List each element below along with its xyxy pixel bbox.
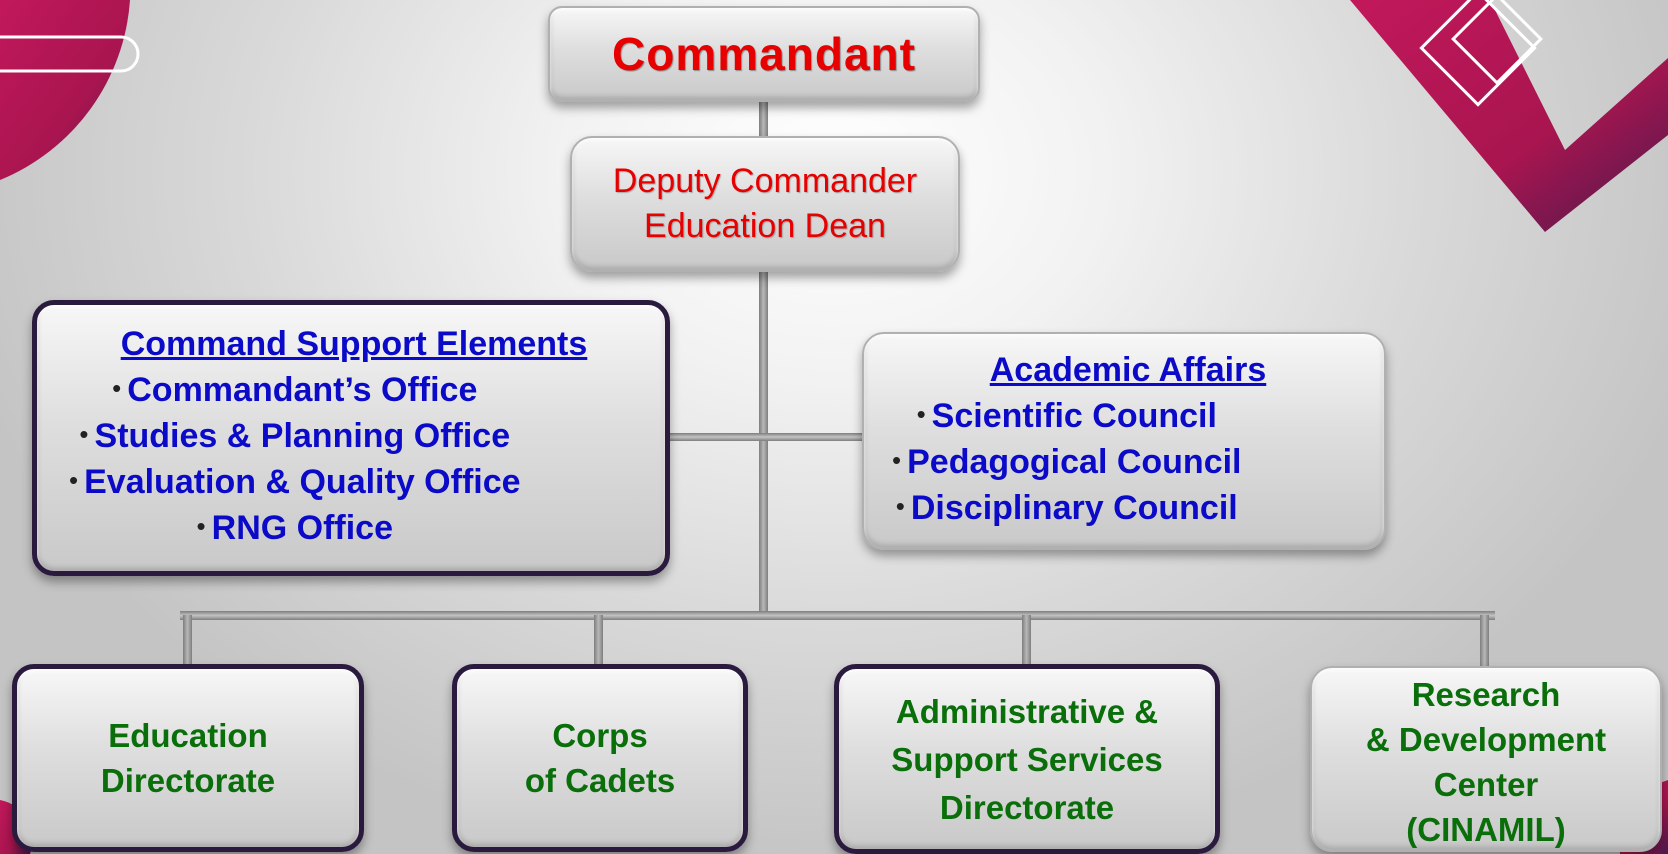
academic-affairs-heading: Academic Affairs [989, 350, 1267, 389]
list-item: •RNG Office [196, 508, 393, 547]
list-item: •Commandant’s Office [112, 370, 478, 409]
unit-box-research-development-center: Research & Development Center (CINAMIL) [1310, 666, 1662, 852]
unit-label-line: & Development [1365, 721, 1607, 758]
unit-label-line: Center [1433, 766, 1539, 803]
connector-support-branch [668, 433, 868, 441]
command-support-heading: Command Support Elements [120, 324, 588, 363]
unit-label-line: Directorate [100, 762, 276, 799]
corner-chevron-top-right [1350, 0, 1668, 232]
corner-arc-top-left [0, 0, 130, 180]
deputy-commander-box: Deputy Commander Education Dean [570, 136, 960, 272]
corner-pill-outline [0, 35, 140, 73]
academic-affairs-list: •Scientific Council •Pedagogical Council… [892, 394, 1242, 532]
academic-affairs-box: Academic Affairs •Scientific Council •Pe… [862, 332, 1386, 550]
list-item: •Disciplinary Council [895, 488, 1238, 527]
command-support-box: Command Support Elements •Commandant’s O… [32, 300, 670, 576]
deputy-title-line-2: Education Dean [644, 207, 886, 245]
connector-unit-3 [1022, 615, 1031, 667]
unit-label-line: Research [1411, 676, 1561, 713]
connector-units-bar [180, 611, 1495, 620]
unit-box-education-directorate: Education Directorate [12, 664, 364, 852]
list-item: •Evaluation & Quality Office [69, 462, 521, 501]
diamond-outline-small [1451, 0, 1543, 85]
connector-commandant-deputy [759, 100, 768, 138]
unit-label-line: Support Services [891, 741, 1163, 778]
unit-label-line: Corps [552, 717, 648, 754]
unit-label-line: (CINAMIL) [1406, 811, 1566, 848]
unit-box-corps-of-cadets: Corps of Cadets [452, 664, 748, 852]
connector-unit-2 [594, 615, 603, 667]
list-item: •Pedagogical Council [892, 442, 1242, 481]
deputy-title-line-1: Deputy Commander [612, 162, 918, 200]
command-support-list: •Commandant’s Office •Studies & Planning… [69, 368, 521, 552]
connector-unit-1 [183, 615, 192, 667]
unit-box-admin-support-directorate: Administrative & Support Services Direct… [834, 664, 1220, 854]
unit-label-line: Administrative & [895, 693, 1159, 730]
unit-label-line: Directorate [939, 789, 1115, 826]
list-item: •Studies & Planning Office [79, 416, 511, 455]
connector-trunk [759, 272, 768, 614]
diamond-outline-large [1419, 0, 1537, 107]
commandant-box: Commandant [548, 6, 980, 102]
commandant-title: Commandant [612, 28, 916, 80]
unit-label-line: of Cadets [524, 762, 676, 799]
unit-label-line: Education [108, 717, 268, 754]
list-item: •Scientific Council [916, 396, 1217, 435]
connector-unit-4 [1480, 615, 1489, 669]
